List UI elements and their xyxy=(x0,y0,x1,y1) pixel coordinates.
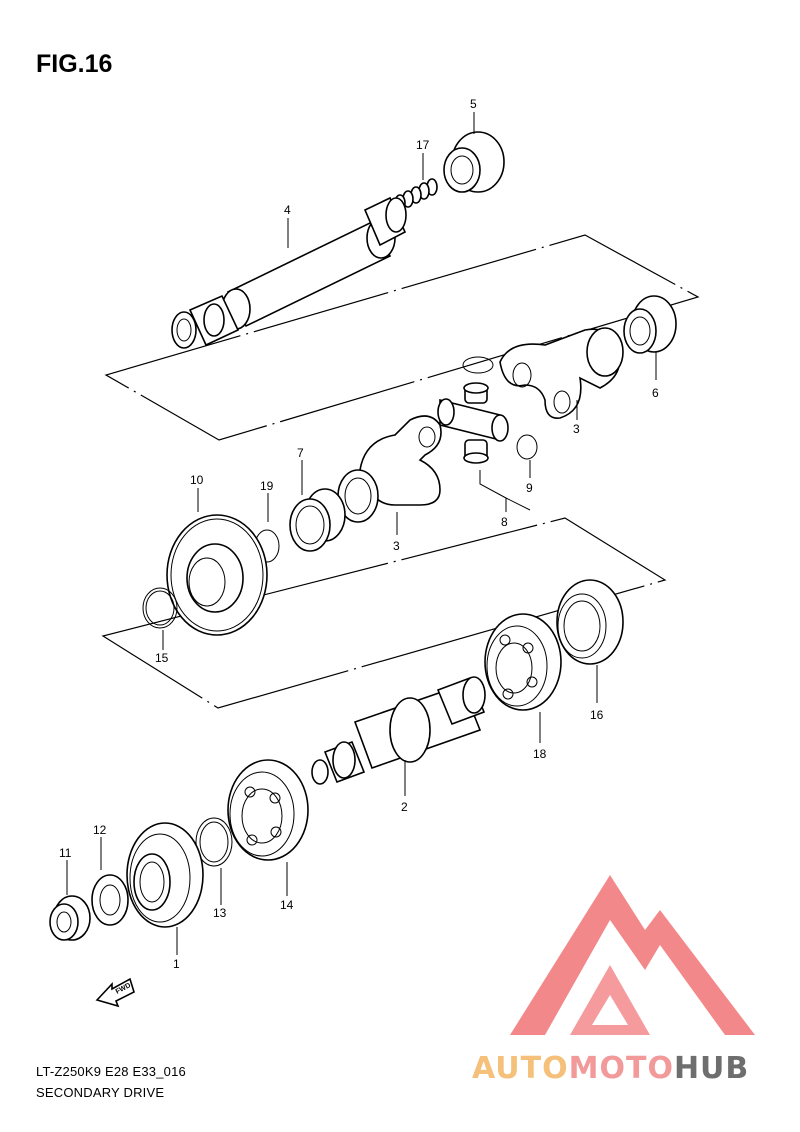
part-9-circlips xyxy=(462,356,538,460)
part-7-bushing xyxy=(289,488,346,552)
part-11-nut xyxy=(49,895,91,941)
group-frame-middle xyxy=(101,517,667,709)
part-5-seal xyxy=(443,131,505,193)
callout-3-lower: 3 xyxy=(393,539,400,553)
callout-15: 15 xyxy=(155,651,169,665)
callout-1: 1 xyxy=(173,957,180,971)
callout-4: 4 xyxy=(284,203,291,217)
callout-2: 2 xyxy=(401,800,408,814)
callout-12: 12 xyxy=(93,823,107,837)
callout-18: 18 xyxy=(533,747,547,761)
callout-6: 6 xyxy=(652,386,659,400)
watermark-auto: AUTO xyxy=(472,1051,569,1086)
part-6-boot xyxy=(623,295,677,354)
figure-caption-name: SECONDARY DRIVE xyxy=(36,1085,165,1100)
callout-16: 16 xyxy=(590,708,604,722)
part-2-drive-shaft xyxy=(311,676,486,785)
part-12-washer xyxy=(91,874,129,926)
callout-3-upper: 3 xyxy=(573,422,580,436)
part-18-bearing xyxy=(484,613,562,711)
part-3-yoke-upper xyxy=(499,327,624,419)
watermark-hub: HUB xyxy=(674,1051,749,1086)
svg-text:AUTOMOTOHUB: AUTOMOTOHUB xyxy=(472,1051,749,1086)
part-15-o-ring xyxy=(142,587,178,629)
watermark-triangle-icon xyxy=(510,875,755,1035)
callout-10: 10 xyxy=(190,473,204,487)
callout-numbers: 5 17 4 6 3 3 9 8 10 19 7 15 16 18 2 12 1… xyxy=(59,97,659,971)
callout-7: 7 xyxy=(297,446,304,460)
part-13-shim xyxy=(195,817,233,867)
callout-13: 13 xyxy=(213,906,227,920)
callout-5: 5 xyxy=(470,97,477,111)
callout-9: 9 xyxy=(526,481,533,495)
watermark-moto: MOTO xyxy=(569,1051,674,1086)
callout-14: 14 xyxy=(280,898,294,912)
part-4-propeller-shaft xyxy=(171,196,407,349)
figure-caption-code: LT-Z250K9 E28 E33_016 xyxy=(36,1064,186,1079)
callout-8: 8 xyxy=(501,515,508,529)
group-frame-top xyxy=(104,234,700,441)
part-1-bevel-gear xyxy=(126,822,204,928)
part-14-bearing xyxy=(227,759,309,861)
part-8-universal-joint-cross xyxy=(437,382,509,464)
part-16-oil-seal xyxy=(556,579,624,665)
callout-11: 11 xyxy=(59,846,72,860)
callout-19: 19 xyxy=(260,479,274,493)
figure-title: FIG.16 xyxy=(36,50,113,78)
automotohub-watermark: AUTOMOTOHUB xyxy=(472,875,755,1086)
part-3-yoke-lower xyxy=(337,415,442,523)
leader-lines xyxy=(66,112,657,955)
part-10-case-cover xyxy=(166,514,268,636)
callout-17: 17 xyxy=(416,138,430,152)
fwd-arrow: FWD xyxy=(95,977,135,1008)
